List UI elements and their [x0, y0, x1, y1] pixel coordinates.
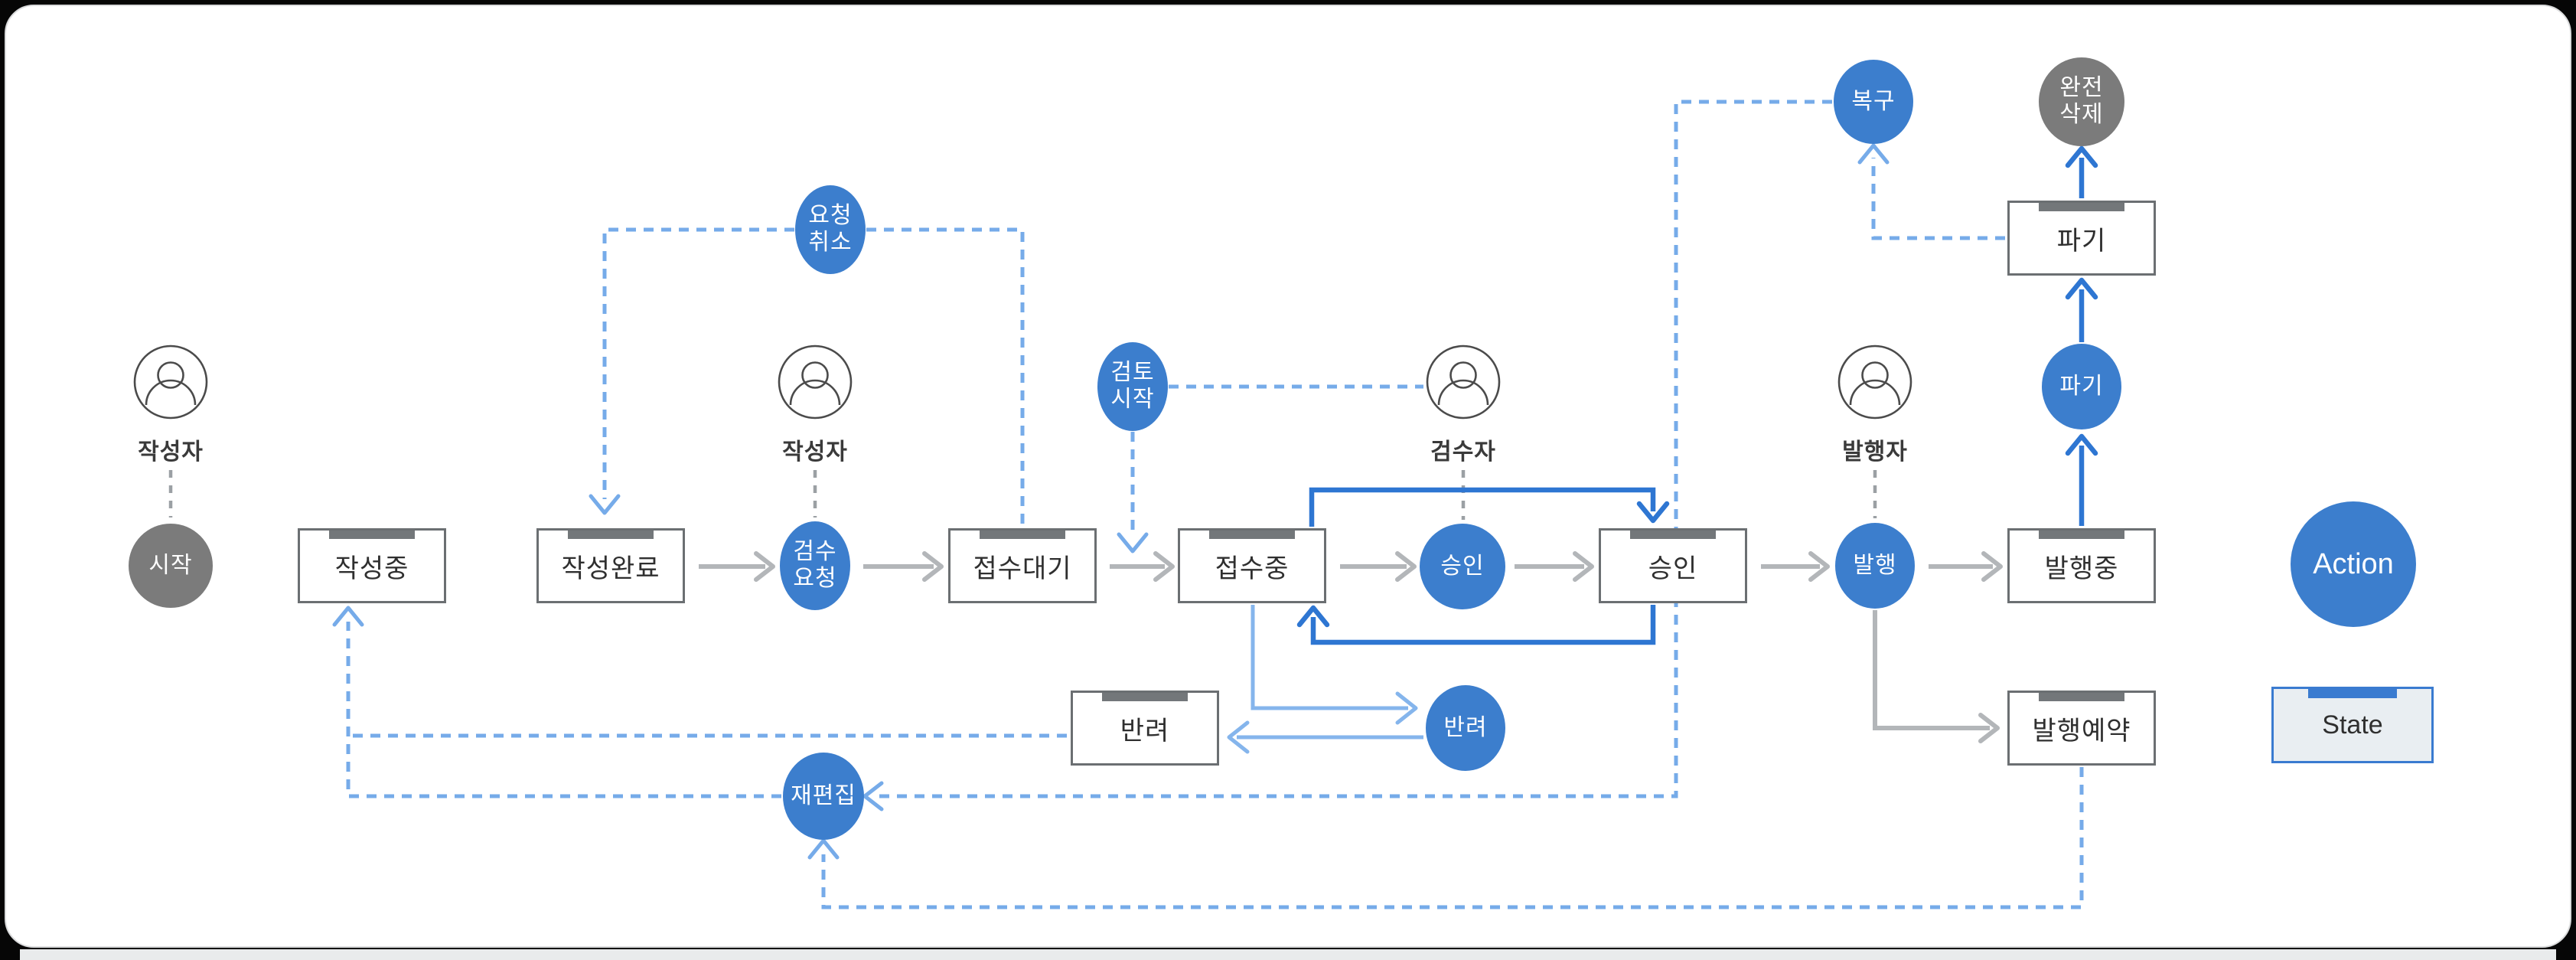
- edge-write-complete-to-request-review: [699, 551, 775, 582]
- legend-action-circle: Action: [2291, 501, 2416, 627]
- state-label: 발행예약: [2032, 716, 2131, 746]
- state-box-publishing: 발행중: [2007, 528, 2156, 603]
- state-box-publish-reserved: 발행예약: [2007, 691, 2156, 766]
- edge-receipt-wait-to-receiving: [1110, 551, 1175, 582]
- edge-approve-action-to-approved: [1515, 551, 1594, 582]
- legend-state-label: State: [2322, 710, 2383, 740]
- legend-state-tab: [2308, 689, 2397, 698]
- action-circle-reedit: 재편집: [783, 753, 864, 840]
- person-author-2: 작성자: [739, 344, 892, 466]
- person-label: 작성자: [782, 439, 848, 465]
- page-bottom-strip: [20, 949, 2556, 960]
- state-label: 작성완료: [561, 553, 660, 583]
- state-label: 작성중: [334, 553, 409, 583]
- legend-state-box: State: [2271, 687, 2434, 763]
- state-box-rejected: 반려: [1071, 691, 1219, 766]
- action-circle-reject: 반려: [1426, 685, 1505, 771]
- edge-receiving-to-reject-action: [1251, 605, 1418, 725]
- state-label: 접수대기: [973, 553, 1072, 583]
- state-tab: [329, 531, 415, 539]
- edge-publishing-to-destroy-action: [2065, 433, 2098, 526]
- person-icon: [1837, 344, 1912, 420]
- state-box-write-complete: 작성완료: [536, 528, 685, 603]
- person-icon: [133, 344, 208, 420]
- person-label: 발행자: [1842, 439, 1908, 465]
- state-label: 승인: [1648, 553, 1698, 583]
- state-tab: [1102, 693, 1188, 701]
- state-tab: [2039, 693, 2124, 701]
- person-icon: [1426, 344, 1501, 420]
- person-label: 검수자: [1430, 439, 1496, 465]
- state-label: 발행중: [2044, 553, 2119, 583]
- state-tab: [2039, 203, 2124, 211]
- state-label: 접수중: [1215, 553, 1290, 583]
- edge-approved-to-publish-action: [1761, 551, 1830, 582]
- state-tab: [2039, 531, 2124, 539]
- edge-reedit-to-writing: [332, 606, 781, 798]
- state-tab: [568, 531, 654, 539]
- state-label: 반려: [1120, 716, 1170, 746]
- person-publisher: 발행자: [1798, 344, 1952, 466]
- state-tab: [980, 531, 1065, 539]
- state-box-receipt-wait: 접수대기: [948, 528, 1097, 603]
- action-circle-destroy: 파기: [2042, 344, 2121, 429]
- state-tab: [1209, 531, 1295, 539]
- edge-restore-to-reedit-line: [862, 100, 1832, 811]
- edge-publish-action-to-publish-reserved: [1873, 610, 2000, 743]
- legend-action-label: Action: [2313, 547, 2394, 580]
- edge-cancel-request-to-write-complete: [589, 227, 794, 515]
- edge-request-review-to-receipt-wait: [863, 551, 944, 582]
- edge-begin-review-to-transition: [1117, 432, 1149, 553]
- state-tab: [1630, 531, 1716, 539]
- action-circle-publish: 발행: [1835, 523, 1915, 609]
- edge-destroy-action-to-destroyed: [2065, 277, 2098, 342]
- state-box-approved: 승인: [1599, 528, 1747, 603]
- person-icon: [778, 344, 853, 420]
- edge-approved-to-receiving-loop-bottom: [1296, 605, 1656, 645]
- action-circle-start: 시작: [129, 524, 213, 608]
- person-author-1: 작성자: [94, 344, 247, 466]
- action-circle-restore: 복구: [1834, 60, 1913, 144]
- edge-receipt-wait-to-cancel-request: [866, 227, 1025, 525]
- edge-publish-action-to-publishing: [1929, 551, 2003, 582]
- person-reviewer: 검수자: [1387, 344, 1540, 466]
- person-label: 작성자: [138, 439, 204, 465]
- edge-receiving-to-approved-loop-top: [1309, 487, 1670, 527]
- state-box-receiving: 접수중: [1178, 528, 1326, 603]
- edge-destroyed-to-full-delete: [2065, 145, 2098, 198]
- state-box-writing: 작성중: [298, 528, 446, 603]
- action-circle-approve: 승인: [1420, 524, 1505, 609]
- diagram-card: [5, 5, 2571, 948]
- edge-receiving-to-approve-action: [1340, 551, 1417, 582]
- state-box-destroyed: 파기: [2007, 201, 2156, 276]
- edge-destroyed-to-restore: [1857, 143, 2005, 240]
- edge-publish-reserved-to-reedit: [807, 767, 2084, 909]
- edge-reject-action-to-rejected: [1227, 720, 1423, 754]
- state-label: 파기: [2056, 226, 2107, 256]
